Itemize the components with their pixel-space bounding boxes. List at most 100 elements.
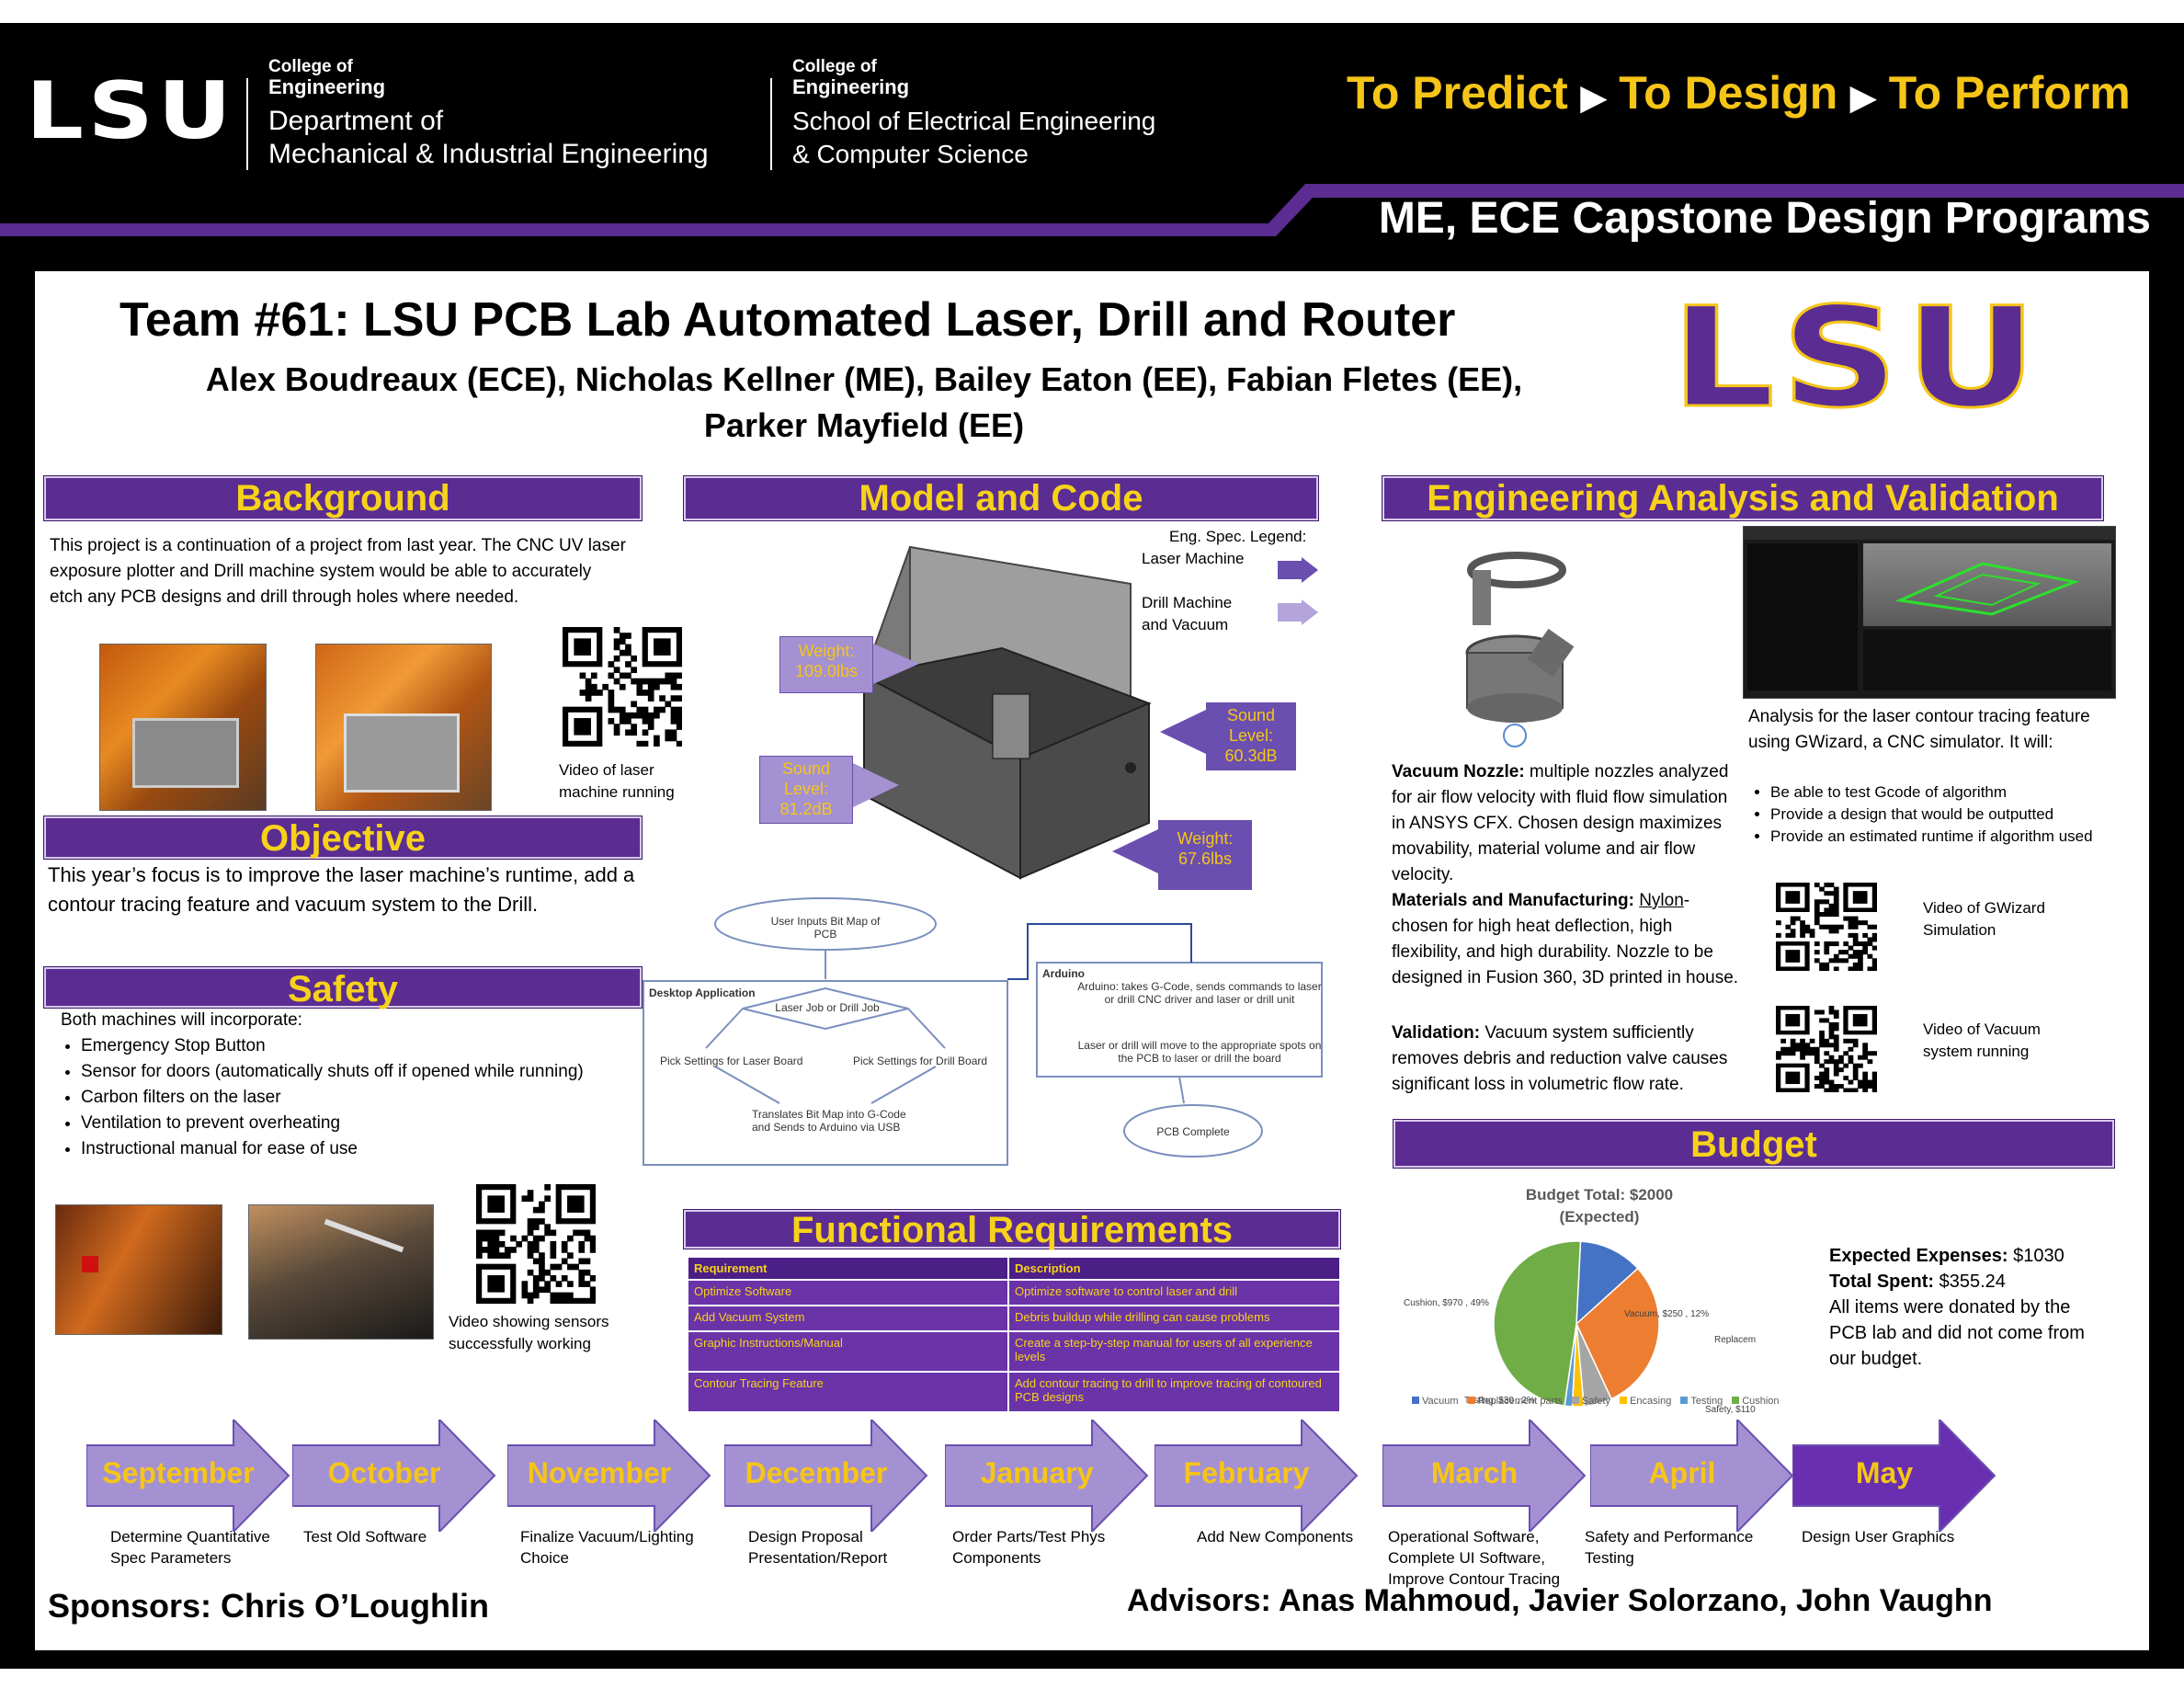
flow-drill-settings: Pick Settings for Drill Board (853, 1055, 988, 1067)
legend-item: Encasing (1620, 1396, 1671, 1407)
list-item: Ventilation to prevent overheating (81, 1111, 612, 1136)
flow-arduino-label: Arduino (1042, 967, 1085, 980)
timeline-month-label: October (327, 1456, 441, 1489)
safety-list: Emergency Stop Button Sensor for doors (… (61, 1033, 612, 1162)
legend-swatch (1680, 1397, 1689, 1404)
section-header-background: Background (44, 476, 642, 520)
flow-arduino-desc: Arduino: takes G-Code, sends commands to… (1077, 980, 1322, 1006)
budget-chart-legend: Vacuum Replacement parts Safety Encasing Tes… (1412, 1396, 1780, 1407)
background-text: This project is a continuation of a proj… (50, 536, 626, 607)
timeline-arrow-march: March (1382, 1417, 1594, 1534)
gwizard-list: Be able to test Gcode of algorithm Provi… (1750, 781, 2147, 848)
section-header-objective: Objective (44, 816, 642, 859)
table-row: Contour Tracing Feature Add contour trac… (687, 1371, 1341, 1413)
program-title: ME, ECE Capstone Design Programs (1378, 194, 2151, 243)
pie-slice-label: Cushion, $970 , 49% (1404, 1298, 1489, 1308)
callout-arrow-icon (873, 644, 919, 684)
table-cell: Contour Tracing Feature (687, 1371, 1009, 1413)
machine-cad-render (861, 545, 1152, 880)
legend-swatch (1412, 1397, 1419, 1404)
table-cell: Optimize Software (687, 1279, 1009, 1306)
table-cell: Add contour tracing to drill to improve … (1007, 1371, 1341, 1413)
callout-arrow-icon (853, 763, 899, 807)
department-ece: School of Electrical Engineering& Comput… (792, 107, 1156, 168)
spec-sound-drill: Sound Level: 60.3dB (1206, 702, 1296, 770)
pie-slice (1575, 1240, 1639, 1326)
list-item: Provide a design that would be outputted (1770, 804, 2147, 826)
callout-arrow-icon (1112, 829, 1158, 873)
legend-swatch (1467, 1397, 1475, 1404)
sensor-photo-2 (248, 1204, 434, 1340)
legend-label: Replacement parts (1477, 1396, 1563, 1407)
legend-label: Testing (1690, 1396, 1723, 1407)
software-flowchart (643, 897, 1323, 1166)
safety-content: Both machines will incorporate: Emergenc… (61, 1008, 612, 1162)
legend-laser: Laser Machine (1142, 550, 1245, 567)
table-cell: Create a step-by-step manual for users o… (1007, 1330, 1341, 1373)
sensor-photo-1 (55, 1204, 222, 1335)
pie-slice-label: Vacuum, $250 , 12% (1624, 1309, 1709, 1319)
section-header-functional: Functional Requirements (684, 1210, 1340, 1249)
legend-label: Vacuum (1422, 1396, 1459, 1407)
functional-requirements-table: Requirement Description Optimize Softwar… (687, 1256, 1341, 1413)
timeline-task: Operational Software, Complete UI Softwa… (1388, 1528, 1561, 1588)
pie-slice-label: Safety, $110 , 5% (1705, 1405, 1756, 1415)
table-cell: Add Vacuum System (687, 1305, 1009, 1332)
header-lsu-logo: LSU (26, 65, 236, 157)
pie-slice-label: Testing, $30 , 2% (1464, 1396, 1535, 1406)
qr-caption-laser: Video of laser machine running (559, 761, 675, 801)
timeline-month-label: January (980, 1456, 1094, 1489)
timeline-arrow-may: May (1792, 1417, 2004, 1534)
legend-item: Safety (1571, 1396, 1610, 1407)
list-item: Sensor for doors (automatically shuts of… (81, 1059, 612, 1085)
authors: Alex Boudreaux (ECE), Nicholas Kellner (… (205, 360, 1523, 444)
table-header-row: Requirement Description (687, 1256, 1341, 1281)
timeline-arrow-december: December (723, 1417, 936, 1534)
arrow-right-icon (1302, 557, 1318, 583)
table-row: Optimize Software Optimize software to c… (687, 1279, 1341, 1306)
table-header: Description (1007, 1256, 1341, 1281)
qr-code-laser-video[interactable] (563, 627, 682, 747)
qr-caption-gwizard: Video of GWizard Simulation (1923, 899, 2045, 939)
gwizard-screenshot (1743, 526, 2116, 699)
sponsors: Sponsors: Chris O’Loughlin (48, 1587, 489, 1625)
timeline-month-label: December (745, 1456, 888, 1489)
timeline-arrow-september: September (85, 1417, 298, 1534)
list-item: Emergency Stop Button (81, 1033, 612, 1059)
legend-item: Replacement parts (1467, 1396, 1563, 1407)
laser-machine-photo-2 (315, 644, 492, 811)
legend-item: Vacuum (1412, 1396, 1459, 1407)
section-header-safety: Safety (44, 967, 642, 1009)
vacuum-nozzle-text: Vacuum Nozzle: multiple nozzles analyzed… (1392, 762, 1729, 884)
header-divider (246, 78, 248, 170)
flow-desktop-label: Desktop Application (649, 987, 756, 999)
objective-text: This year’s focus is to improve the lase… (48, 863, 635, 916)
timeline-task: Design User Graphics (1802, 1528, 1955, 1545)
timeline-task: Add New Components (1197, 1528, 1354, 1545)
flow-translate: Translates Bit Map into G-Code and Sends… (752, 1108, 906, 1134)
legend-drill-swatch (1278, 603, 1302, 622)
timeline-arrow-april: April (1589, 1417, 1802, 1534)
legend-laser-swatch (1278, 561, 1302, 579)
section-header-model: Model and Code (684, 476, 1318, 520)
header-divider-2 (770, 78, 772, 170)
table-cell: Optimize software to control laser and d… (1007, 1279, 1341, 1306)
timeline-task: Test Old Software (303, 1528, 427, 1545)
timeline-month-label: May (1855, 1456, 1914, 1489)
qr-caption-sensors: Video showing sensors successfully worki… (449, 1313, 609, 1352)
qr-code-sensor-video[interactable] (476, 1184, 596, 1304)
validation-text: Validation: Vacuum system sufficiently r… (1392, 1023, 1728, 1094)
budget-summary: Expected Expenses: $1030 Total Spent: $3… (1829, 1246, 2085, 1369)
advisors: Advisors: Anas Mahmoud, Javier Solorzano… (1127, 1583, 1993, 1618)
tagline: To Predict ▶ To Design ▶ To Perform (1347, 67, 2131, 119)
timeline-task: Determine Quantitative Spec Parameters (110, 1528, 270, 1567)
table-row: Add Vacuum System Debris buildup while d… (687, 1305, 1341, 1332)
list-item: Carbon filters on the laser (81, 1085, 612, 1111)
flow-decision: Laser Job or Drill Job (775, 1001, 880, 1014)
legend-drill: Drill Machine and Vacuum (1142, 594, 1233, 633)
timeline-month-label: March (1430, 1456, 1519, 1489)
qr-code-gwizard-video[interactable] (1776, 883, 1877, 971)
qr-code-vacuum-video[interactable] (1776, 1006, 1877, 1092)
legend-title: Eng. Spec. Legend: (1169, 528, 1307, 545)
